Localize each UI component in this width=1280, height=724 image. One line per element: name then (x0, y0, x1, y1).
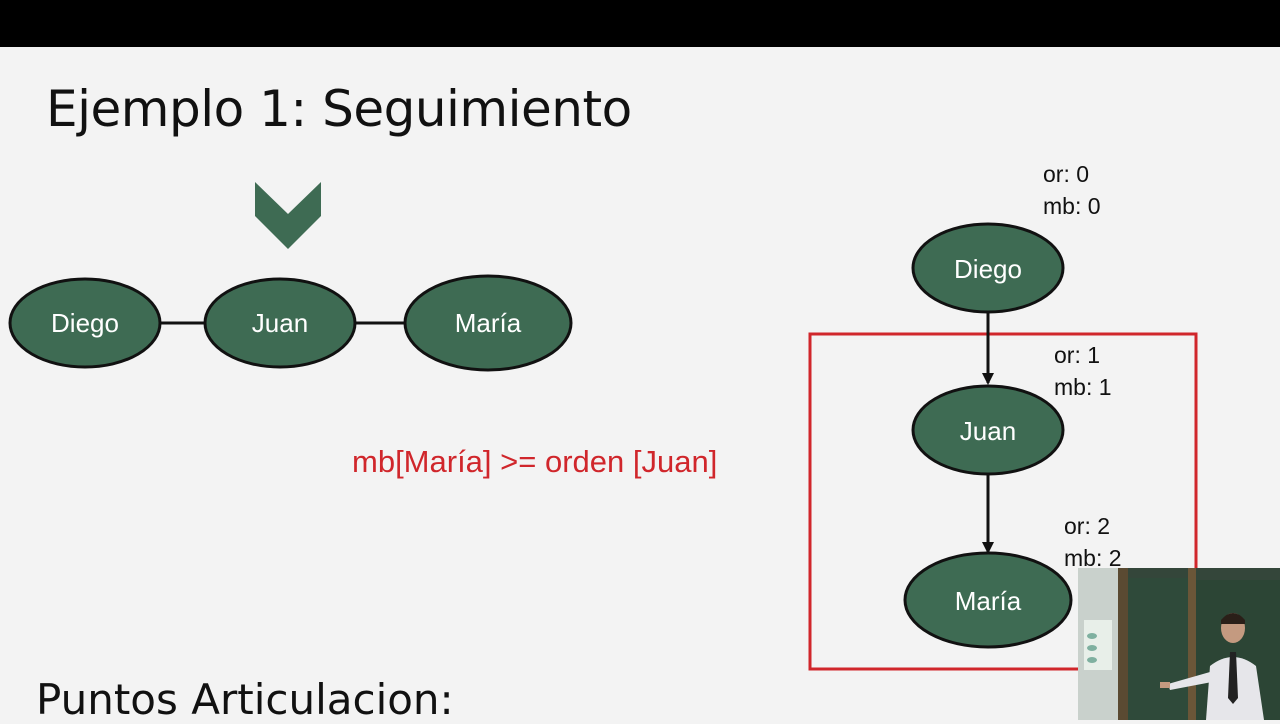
section-title: Puntos Articulacion: (36, 675, 454, 724)
tree-node-order-label: or: 0 (1043, 161, 1089, 187)
top-black-bar (0, 0, 1280, 47)
presenter-video-frame (1078, 568, 1280, 720)
tree-node-juan: Juan (911, 384, 1065, 476)
tree-node-order-label: or: 1 (1054, 342, 1100, 368)
tree-node-label: Diego (954, 254, 1022, 284)
slide-title: Ejemplo 1: Seguimiento (46, 80, 632, 138)
tree-node-maria: María (903, 551, 1073, 649)
graph-node-maria: María (403, 274, 573, 372)
tree-node-diego: Diego (911, 222, 1065, 314)
tree-node-label: Juan (960, 416, 1016, 446)
tree-node-label: María (955, 586, 1022, 616)
tree-node-mb-label: mb: 0 (1043, 193, 1101, 219)
tree-node-order-label: or: 2 (1064, 513, 1110, 539)
graph-node-juan: Juan (203, 277, 357, 369)
tree-node-mb-label: mb: 1 (1054, 374, 1112, 400)
graph-node-label: María (455, 308, 522, 338)
presenter-video-inset (1078, 568, 1280, 720)
graph-node-label: Diego (51, 308, 119, 338)
subtree-highlight-box (808, 332, 1198, 671)
condition-text: mb[María] >= orden [Juan] (352, 444, 718, 479)
tree-node-mb-label: mb: 2 (1064, 545, 1122, 571)
chevron-down-icon (255, 182, 321, 249)
graph-node-label: Juan (252, 308, 308, 338)
graph-node-diego: Diego (8, 277, 162, 369)
